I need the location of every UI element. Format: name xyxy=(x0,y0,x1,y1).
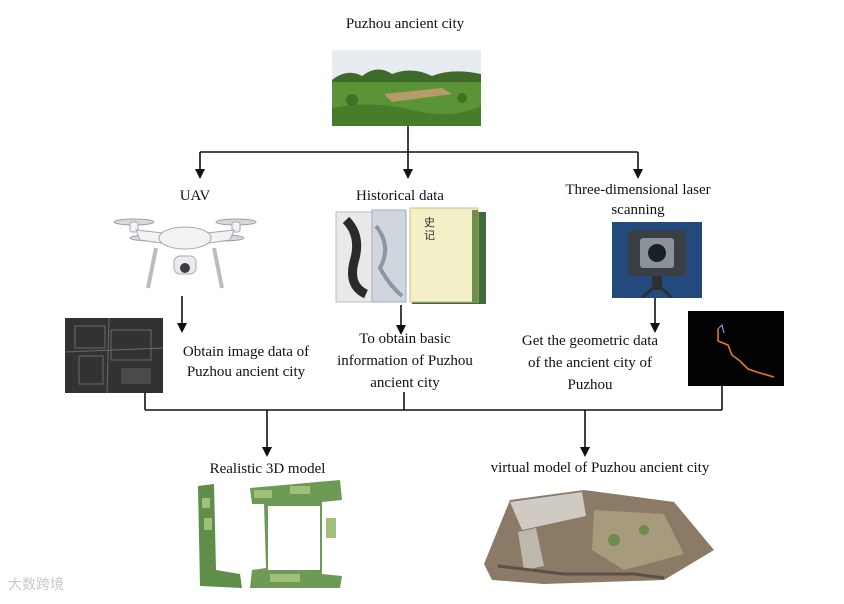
uav-result-line1: Obtain image data of xyxy=(182,344,310,360)
historical-title: Historical data xyxy=(356,188,444,204)
laser-scanner-image xyxy=(612,222,702,298)
uav-result-line2: Puzhou ancient city xyxy=(186,364,306,380)
realistic-model-title: Realistic 3D model xyxy=(209,461,326,477)
historical-book-title: 史记 xyxy=(424,216,435,242)
historical-result-line2: information of Puzhou xyxy=(337,353,473,369)
historical-result-line3: ancient city xyxy=(370,375,440,391)
uav-drone-image xyxy=(112,208,258,298)
virtual-model-image xyxy=(474,480,724,586)
virtual-model-title: virtual model of Puzhou ancient city xyxy=(490,460,710,476)
historical-result-line1: To obtain basic xyxy=(359,331,451,347)
ancient-city-photo xyxy=(332,50,481,126)
laser-result-line1: Get the geometric data xyxy=(521,333,659,349)
watermark-text: 大数跨境 xyxy=(8,577,64,593)
uav-aerial-image xyxy=(65,318,163,393)
laser-pointcloud-image xyxy=(688,311,784,386)
laser-title-line2: scanning xyxy=(611,202,665,218)
laser-title-line1: Three-dimensional laser xyxy=(565,182,711,198)
realistic-model-image xyxy=(190,478,346,590)
historical-books-image: 史记 xyxy=(332,206,490,306)
laser-result-line2: of the ancient city of xyxy=(527,355,653,371)
laser-result-line3: Puzhou xyxy=(567,377,613,393)
root-title: Puzhou ancient city xyxy=(345,16,465,32)
uav-title: UAV xyxy=(179,188,211,204)
